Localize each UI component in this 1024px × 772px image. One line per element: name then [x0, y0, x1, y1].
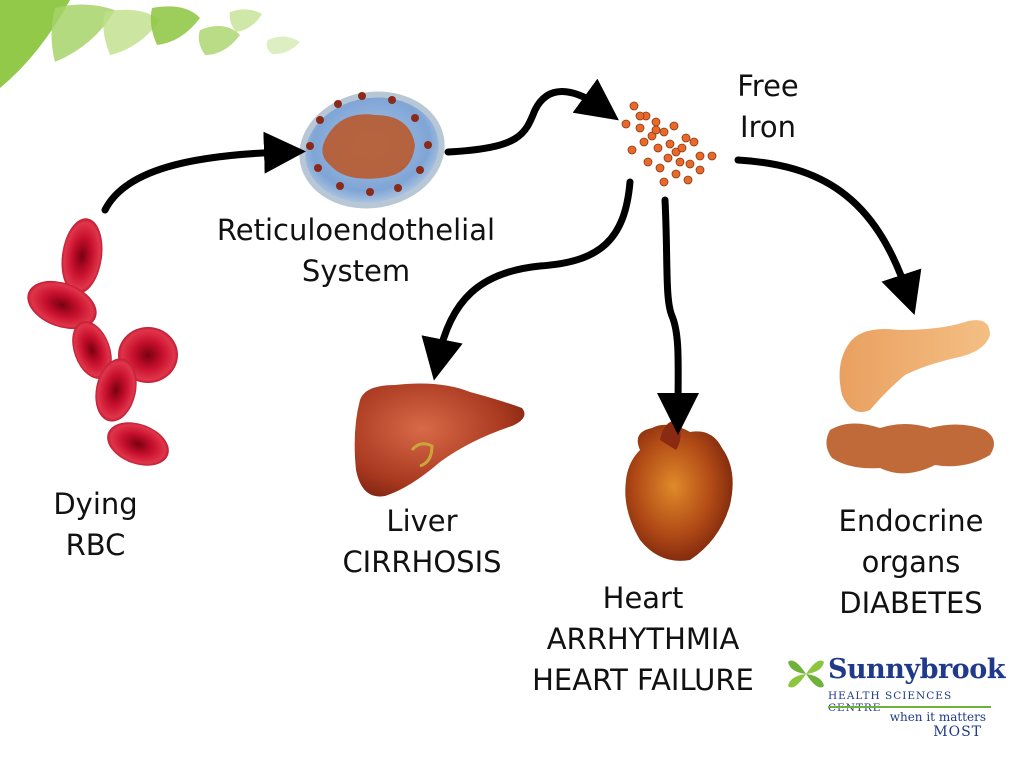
iron-particle [643, 157, 653, 167]
label-line: Free [737, 69, 799, 103]
iron-particle [659, 177, 669, 187]
iron-particle [671, 169, 681, 179]
label-line: RBC [65, 528, 126, 562]
iron-particle [685, 159, 695, 169]
iron-particle [669, 121, 679, 131]
iron-particle [635, 123, 645, 133]
iron-particle [651, 117, 661, 127]
iron-particle [647, 131, 657, 141]
arrow-iron-to-endocrine [734, 156, 922, 315]
iron-particle [659, 127, 669, 137]
iron-particle [675, 157, 685, 167]
label-line: System [301, 254, 411, 288]
sunnybrook-logo: Sunnybrook HEALTH SCIENCES CENTRE when i… [786, 652, 1005, 742]
label-line: Dying [53, 487, 138, 521]
label-reticuloendothelial-system: Reticuloendothelial System [196, 210, 516, 292]
label-line: Reticuloendothelial [216, 213, 496, 247]
logo-brand: Sunnybrook [828, 654, 1005, 685]
iron-particle [639, 137, 649, 147]
arrow-iron-to-heart [657, 196, 700, 435]
sunnybrook-leaf-icon [788, 660, 824, 688]
logo-divider [828, 706, 991, 708]
iron-particle [651, 125, 661, 135]
iron-particle [665, 139, 675, 149]
iron-particle [671, 147, 681, 157]
label-liver: Liver CIRRHOSIS [316, 501, 528, 583]
iron-particle [683, 175, 693, 185]
iron-particle [663, 153, 673, 163]
arrow-res-to-iron [444, 78, 619, 156]
liver-illustration [354, 383, 525, 497]
label-line: organs [861, 545, 961, 579]
heart-illustration [625, 420, 733, 561]
label-dying-rbc: Dying RBC [38, 484, 153, 566]
label-line: Liver [386, 504, 458, 538]
label-free-iron: Free Iron [718, 66, 818, 148]
label-line: Endocrine [838, 504, 984, 538]
label-line: Iron [740, 110, 796, 144]
label-line: HEART FAILURE [532, 663, 754, 697]
iron-particle [629, 101, 639, 111]
logo-tagline-1: when it matters [889, 710, 986, 724]
endocrine-organs-illustration [826, 320, 994, 474]
label-line: CIRRHOSIS [342, 545, 502, 579]
iron-particle [627, 145, 637, 155]
red-blood-cells-illustration [27, 218, 178, 466]
label-endocrine-organs: Endocrine organs DIABETES [816, 501, 1006, 624]
iron-particle [681, 133, 691, 143]
iron-particle [695, 165, 705, 175]
iron-particle [621, 119, 631, 129]
logo-tagline-2: MOST [933, 724, 982, 740]
iron-particle [695, 151, 705, 161]
iron-particle [655, 163, 665, 173]
label-heart: Heart ARRHYTHMIA HEART FAILURE [498, 578, 788, 701]
label-line: DIABETES [839, 586, 983, 620]
iron-particle [689, 137, 699, 147]
iron-particle [635, 111, 645, 121]
iron-particle [707, 151, 717, 161]
leaf-decoration-icon [0, 0, 300, 88]
arrow-iron-to-liver [421, 178, 634, 381]
iron-particle [677, 143, 687, 153]
label-line: ARRHYTHMIA [546, 622, 740, 656]
label-line: Heart [602, 581, 684, 615]
logo-subtitle: HEALTH SCIENCES CENTRE [828, 690, 953, 714]
reticuloendothelial-cell-illustration [299, 91, 445, 209]
free-iron-particles [621, 101, 717, 187]
diagram-arrows [101, 78, 922, 435]
arrow-rbc-to-res [101, 131, 306, 214]
iron-particle [653, 143, 663, 153]
